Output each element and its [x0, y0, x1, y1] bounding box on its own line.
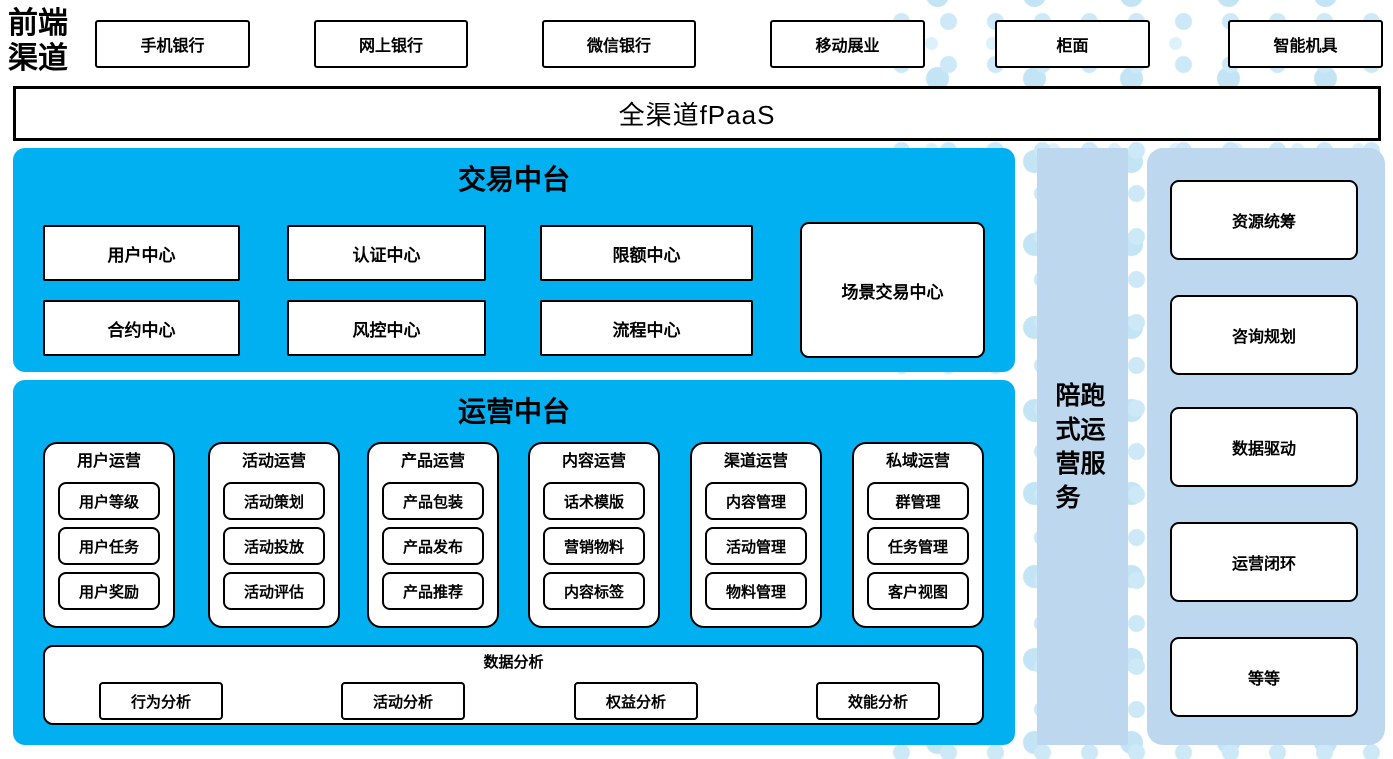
ops-card-user: 用户运营 用户等级 用户任务 用户奖励: [43, 442, 175, 628]
service-box-consulting: 咨询规划: [1170, 295, 1358, 375]
trade-platform-panel: 交易中台 用户中心 认证中心 限额中心 合约中心 风控中心 流程中心 场景交易中…: [13, 148, 1015, 372]
channel-box-smart-machines: 智能机具: [1228, 20, 1383, 68]
ops-card-channel: 渠道运营 内容管理 活动管理 物料管理: [690, 442, 822, 628]
ops-card-header: 产品运营: [400, 453, 465, 470]
ops-card-content: 内容运营 话术模版 营销物料 内容标签: [528, 442, 660, 628]
channel-box-counter: 柜面: [995, 20, 1150, 68]
ops-card-header: 内容运营: [561, 453, 626, 470]
service-box-etc: 等等: [1170, 637, 1358, 717]
center-box-scene-trade: 场景交易中心: [800, 222, 985, 358]
analysis-box-benefit: 权益分析: [574, 682, 698, 720]
service-items-panel: 资源统筹 咨询规划 数据驱动 运营闭环 等等: [1147, 148, 1385, 745]
channel-box-mobile-banking: 手机银行: [95, 20, 250, 68]
ops-card-item: 活动评估: [223, 572, 325, 610]
service-box-resource-planning: 资源统筹: [1170, 180, 1358, 260]
service-box-ops-loop: 运营闭环: [1170, 522, 1358, 602]
companion-service-column: 陪跑式运营服务: [1037, 148, 1128, 745]
ops-card-activity: 活动运营 活动策划 活动投放 活动评估: [208, 442, 340, 628]
data-analysis-box: 数据分析 行为分析 活动分析 权益分析 效能分析: [43, 645, 984, 725]
ops-card-item: 活动策划: [223, 482, 325, 520]
ops-card-item: 用户等级: [58, 482, 160, 520]
front-channels-label: 前端渠道: [8, 6, 68, 76]
ops-platform-panel: 运营中台 用户运营 用户等级 用户任务 用户奖励 活动运营 活动策划 活动投放 …: [13, 380, 1015, 745]
ops-card-product: 产品运营 产品包装 产品发布 产品推荐: [367, 442, 499, 628]
ops-card-item: 产品推荐: [382, 572, 484, 610]
center-box-limit: 限额中心: [540, 225, 753, 281]
ops-platform-title: 运营中台: [457, 396, 570, 427]
center-box-risk: 风控中心: [287, 300, 486, 356]
service-box-data-driven: 数据驱动: [1170, 407, 1358, 487]
companion-service-label: 陪跑式运营服务: [1055, 381, 1106, 512]
ops-card-header: 渠道运营: [723, 453, 788, 470]
channel-box-mobile-sales: 移动展业: [770, 20, 925, 68]
ops-card-header: 私域运营: [885, 453, 950, 470]
ops-card-item: 活动投放: [223, 527, 325, 565]
ops-card-header: 活动运营: [241, 453, 306, 470]
ops-card-item: 产品包装: [382, 482, 484, 520]
center-box-contract: 合约中心: [43, 300, 240, 356]
ops-card-item: 客户视图: [867, 572, 969, 610]
ops-card-header: 用户运营: [76, 453, 141, 470]
trade-platform-title: 交易中台: [457, 164, 570, 195]
ops-card-item: 活动管理: [705, 527, 807, 565]
ops-card-item: 话术模版: [543, 482, 645, 520]
ops-card-item: 物料管理: [705, 572, 807, 610]
analysis-box-efficiency: 效能分析: [816, 682, 940, 720]
center-box-process: 流程中心: [540, 300, 753, 356]
ops-card-private-domain: 私域运营 群管理 任务管理 客户视图: [852, 442, 984, 628]
data-analysis-title: 数据分析: [483, 654, 544, 671]
channel-box-wechat-banking: 微信银行: [542, 20, 696, 68]
ops-card-item: 营销物料: [543, 527, 645, 565]
fpaas-bar: 全渠道fPaaS: [13, 86, 1381, 141]
ops-card-item: 用户奖励: [58, 572, 160, 610]
center-box-user: 用户中心: [43, 225, 240, 281]
ops-card-item: 内容管理: [705, 482, 807, 520]
analysis-box-behavior: 行为分析: [99, 682, 223, 720]
ops-card-item: 内容标签: [543, 572, 645, 610]
ops-card-item: 任务管理: [867, 527, 969, 565]
ops-card-item: 产品发布: [382, 527, 484, 565]
channel-box-online-banking: 网上银行: [314, 20, 468, 68]
ops-card-item: 用户任务: [58, 527, 160, 565]
center-box-auth: 认证中心: [287, 225, 486, 281]
ops-card-item: 群管理: [867, 482, 969, 520]
analysis-box-activity: 活动分析: [341, 682, 465, 720]
